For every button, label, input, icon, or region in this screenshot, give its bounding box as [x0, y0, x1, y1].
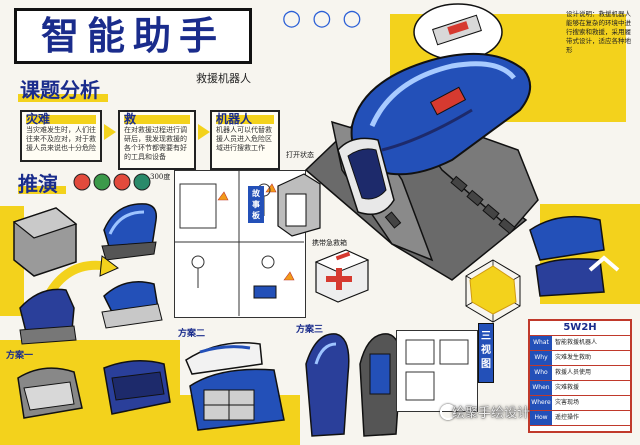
w5h2-key: Where [530, 396, 552, 410]
decorative-dots: ○ ○ ○ [282, 6, 364, 31]
card-rescue-head: 救 [124, 113, 190, 125]
watermark-icon [440, 404, 456, 420]
card-disaster: 灾难 当灾难发生时，人们往往来不及应对，对于救援人员来说也十分危险 [20, 110, 102, 162]
arrow-1 [104, 124, 116, 140]
w5h2-key: Who [530, 366, 552, 380]
w5h2-title: 5W2H [530, 321, 630, 336]
scheme-c-tag: 方案三 [296, 325, 324, 335]
open-state-label: 打开状态 [286, 151, 314, 159]
detail-sketch [413, 3, 503, 61]
title-block: 智能助手 [14, 8, 252, 64]
storyboard-tag: 故事板 [248, 186, 264, 223]
card-robot-head: 机器人 [216, 113, 274, 125]
three-view-tag: 三视图 [478, 323, 494, 383]
medkit-label: 携带急救箱 [312, 239, 347, 247]
w5h2-value: 智能救援机器人 [555, 339, 598, 346]
page-title: 智能助手 [14, 8, 252, 64]
card-robot: 机器人 机器人可以代替救援人员进入危险区域进行搜救工作 [210, 110, 280, 170]
arrow-2 [198, 124, 210, 140]
derive-heading: 推演 [18, 172, 58, 196]
analysis-heading: 课题分析 [20, 78, 100, 102]
card-disaster-body: 当灾难发生时，人们往往来不及应对，对于救援人员来说也十分危险 [26, 126, 96, 152]
derive-underline [18, 186, 66, 194]
storyboard-grid [174, 170, 304, 316]
card-robot-body: 机器人可以代替救援人员进入危险区域进行搜救工作 [216, 126, 272, 152]
w5h2-value: 救援人员使用 [555, 369, 592, 376]
card-disaster-head: 灾难 [26, 113, 96, 125]
top-right-note: 设计说明：救援机器人能够在复杂的环境中进行搜索和救援，采用履带式设计，适应各种地… [566, 10, 631, 54]
card-rescue-body: 在对救援过程进行调研后，我发现救援的各个环节都需要有好的工具和设备 [124, 126, 187, 161]
scheme-b-tag: 方案二 [178, 329, 206, 339]
medkit-sketch [314, 249, 370, 303]
side-detail-sketch [529, 215, 620, 297]
watermark-text: 绘聚手绘设计 [452, 406, 531, 421]
color-swatches [73, 173, 151, 191]
card-rescue: 救 在对救援过程进行调研后，我发现救援的各个环节都需要有好的工具和设备 [118, 110, 196, 170]
scheme-a-sketch [17, 360, 171, 419]
w5h2-value: 遥控操作 [555, 414, 580, 421]
scheme-b-sketch [185, 341, 285, 431]
w5h2-value: 灾难发生救助 [555, 354, 592, 361]
radar-sketch [465, 259, 521, 323]
w5h2-key: When [530, 381, 552, 395]
analysis-underline [18, 94, 108, 102]
w5h2-value: 灾害现场 [555, 399, 580, 406]
scheme-a-tag: 方案一 [6, 351, 34, 361]
main-robot-sketch [304, 52, 539, 281]
w5h2-key: How [530, 411, 552, 425]
small-note: 300度 [150, 173, 171, 181]
open-state-sketch [277, 173, 321, 237]
w5h2-key: What [530, 336, 552, 350]
w5h2-value: 灾难救援 [555, 384, 580, 391]
author-label: 救援机器人 [196, 72, 251, 85]
derive-sketches [12, 203, 163, 345]
three-view-sketch [405, 339, 469, 401]
three-view-panel [396, 330, 478, 412]
w5h2-key: Why [530, 351, 552, 365]
scheme-c-sketch [305, 333, 402, 437]
